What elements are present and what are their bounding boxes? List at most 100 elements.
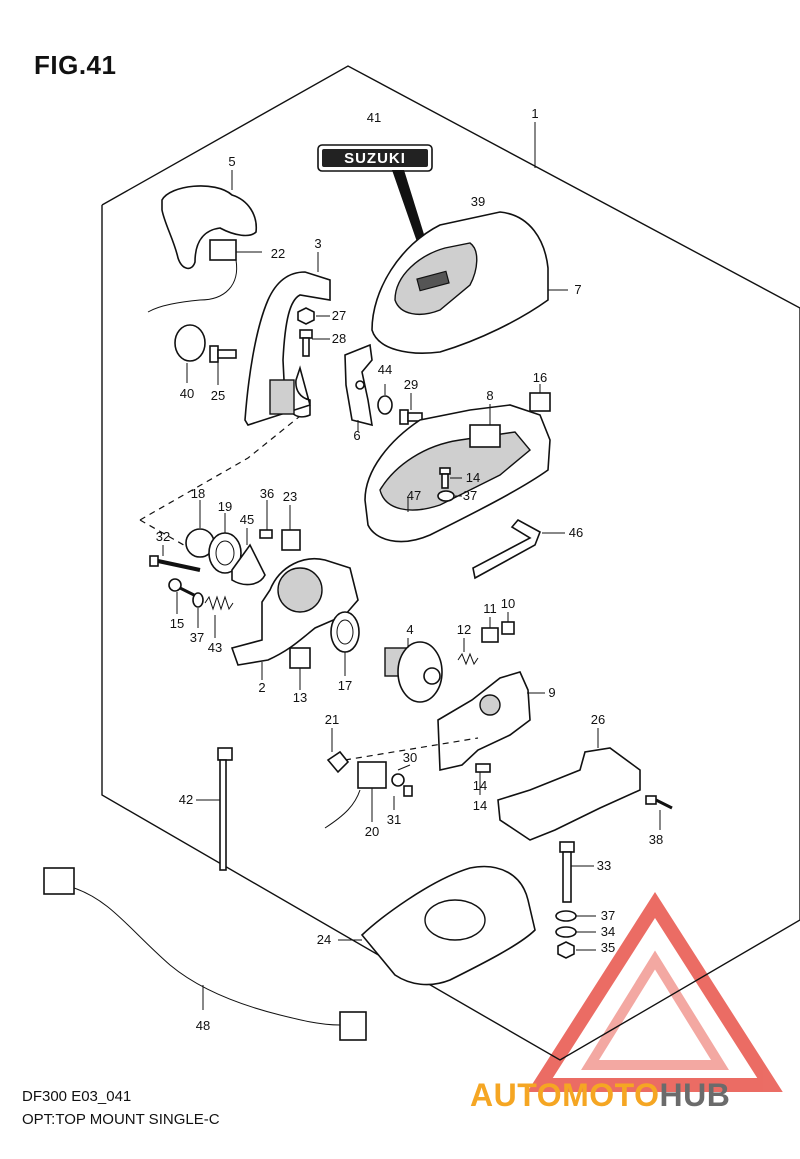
callout-22: 22 [271,246,285,261]
callout-8: 8 [486,388,493,403]
callout-12: 12 [457,622,471,637]
callout-13: 13 [293,690,307,705]
plate-9 [437,671,545,771]
bracket-26 [497,728,641,841]
callout-38: 38 [649,832,663,847]
callout-4: 4 [406,622,413,637]
figure-title: FIG.41 [34,50,117,80]
spring-12 [457,638,479,666]
control-handle [161,170,257,270]
watermark-hub: HUB [659,1077,730,1113]
callout-2: 2 [258,680,265,695]
subassembly-outline [139,407,311,521]
callout-41: 41 [367,110,381,125]
callout-47: 47 [407,488,421,503]
callout-16: 16 [533,370,547,385]
trim-switch-connector [147,239,262,313]
callout-46: 46 [569,525,583,540]
bolt-32 [149,545,201,572]
callout-29: 29 [404,377,418,392]
washer-18 [208,513,242,574]
callout-35: 35 [601,940,615,955]
callout-33: 33 [597,858,611,873]
callout-30: 30 [403,750,417,765]
callout-36: 36 [260,486,274,501]
spring-43 [204,595,234,638]
callout-31: 31 [387,812,401,827]
ring-19 [185,500,215,558]
washer-37-lower [555,910,596,922]
screw-31 [393,785,413,810]
callout-14: 14 [473,778,487,793]
washer-30 [391,764,411,787]
callout-14: 14 [473,798,487,813]
footer-description: OPT:TOP MOUNT SINGLE-C [22,1111,220,1128]
callout-20: 20 [365,824,379,839]
top-cover [371,211,568,354]
cap-10 [501,612,515,635]
watermark-auto: AUTO [470,1077,562,1113]
ring-17 [330,611,360,676]
washer-37-left [192,592,204,628]
screw-36 [259,500,273,539]
screw-14-lower [475,763,491,795]
callout-39: 39 [471,194,485,209]
nut-11 [481,617,499,643]
badge-label: SUZUKI [344,150,406,167]
callout-25: 25 [211,388,225,403]
clip-21 [326,728,350,774]
callout-48: 48 [196,1018,210,1033]
housing-8 [364,404,551,543]
washer-37-upper [437,490,462,502]
callout-27: 27 [332,308,346,323]
gear-4 [384,638,443,703]
base-2 [230,558,359,680]
bar-46 [472,518,565,580]
harness-48 [43,867,367,1041]
callout-6: 6 [353,428,360,443]
screw-14-upper [439,467,462,489]
cam-45 [231,528,266,586]
svg-text:AUTOMOTOHUB: AUTOMOTOHUB [470,1077,730,1113]
bolt-38 [645,795,673,830]
callout-34: 34 [601,924,615,939]
callout-23: 23 [283,489,297,504]
callout-28: 28 [332,331,346,346]
cable-tie-42 [196,747,233,871]
clip-16 [529,384,551,412]
block-13 [289,647,311,690]
callout-11: 11 [483,601,497,616]
washer-34 [555,926,596,938]
callout-37: 37 [190,630,204,645]
switch-20 [324,761,387,829]
plate-6 [344,343,373,432]
callout-37: 37 [463,488,477,503]
callout-19: 19 [218,499,232,514]
callout-32: 32 [156,529,170,544]
callout-14: 14 [466,470,480,485]
callout-15: 15 [170,616,184,631]
callout-26: 26 [591,712,605,727]
lever-arm [244,252,331,426]
callout-45: 45 [240,512,254,527]
screw-29 [399,393,423,425]
callout-18: 18 [191,486,205,501]
watermark-text: AUTOMOTOHUB [470,1077,730,1113]
nut-27 [297,307,330,325]
washer-44 [377,384,393,415]
callout-1: 1 [531,106,538,121]
callout-37: 37 [601,908,615,923]
callout-7: 7 [574,282,581,297]
bolt-33 [559,841,594,903]
callout-10: 10 [501,596,515,611]
callout-40: 40 [180,386,194,401]
callout-5: 5 [228,154,235,169]
callout-24: 24 [317,932,331,947]
callout-labels: 1234567891011121314141415161718192021222… [156,106,663,1033]
watermark-logo [527,891,783,1092]
watermark-moto: MOTO [562,1077,659,1113]
callout-44: 44 [378,362,392,377]
callout-9: 9 [548,685,555,700]
callout-17: 17 [338,678,352,693]
